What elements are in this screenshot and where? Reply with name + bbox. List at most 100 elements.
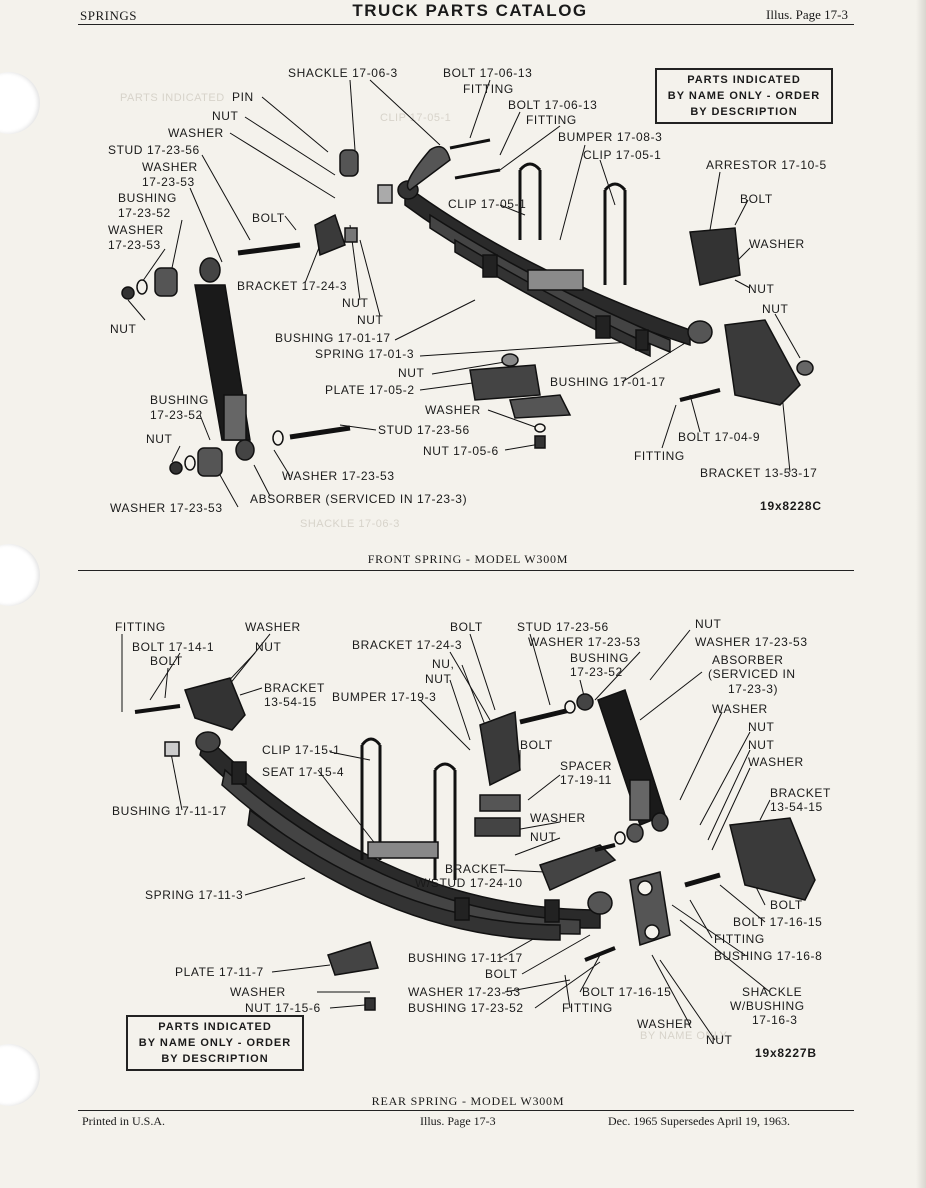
part-label: WASHER	[530, 811, 586, 825]
part-label: BOLT	[770, 898, 803, 912]
part-label: NUT	[748, 738, 775, 752]
part-label: WASHER 17-23-53	[110, 501, 223, 515]
order-notice-box: PARTS INDICATED BY NAME ONLY - ORDER BY …	[126, 1015, 304, 1071]
part-label: 17-23-52	[118, 206, 171, 220]
part-label: SPACER	[560, 759, 613, 773]
part-label: STUD 17-23-56	[108, 143, 200, 157]
part-label: BRACKET 13-53-17	[700, 466, 818, 480]
part-label: NUT	[146, 432, 173, 446]
footer-rule	[78, 1110, 854, 1111]
part-label: NUT	[342, 296, 369, 310]
catalog-title: TRUCK PARTS CATALOG	[352, 1, 588, 20]
part-label: WASHER	[230, 985, 286, 999]
part-label: WASHER	[245, 620, 301, 634]
part-label: SPRING 17-11-3	[145, 888, 244, 902]
part-label: NUT	[425, 672, 452, 686]
part-label: SEAT 17-15-4	[262, 765, 345, 779]
part-label: CLIP 17-05-1	[583, 148, 662, 162]
part-label: PIN	[232, 90, 254, 104]
bleed-through: BY NAME ONLY	[640, 1030, 728, 1042]
part-label: PLATE 17-11-7	[175, 965, 264, 979]
part-label: FITTING	[562, 1001, 613, 1015]
part-label: WASHER 17-23-53	[282, 469, 395, 483]
part-label: BOLT 17-06-13	[508, 98, 598, 112]
part-label: CLIP 17-05-1	[448, 197, 527, 211]
part-label: BOLT	[252, 211, 285, 225]
part-label: 17-23-3)	[728, 682, 779, 696]
part-label: BOLT	[485, 967, 518, 981]
part-label: BRACKET 17-24-3	[352, 638, 463, 652]
part-label: FITTING	[463, 82, 514, 96]
header-page-number: Illus. Page 17-3	[766, 7, 848, 22]
part-label: CLIP 17-15-1	[262, 743, 341, 757]
figure-number: 19x8228C	[760, 499, 822, 513]
notice-line: BY DESCRIPTION	[161, 1053, 269, 1065]
part-label: NUT	[255, 640, 282, 654]
part-label: BOLT 17-16-15	[582, 985, 672, 999]
header-rule	[78, 24, 854, 25]
part-label: STUD 17-23-56	[517, 620, 609, 634]
part-label: WASHER	[425, 403, 481, 417]
bleed-through: PARTS INDICATED	[120, 92, 225, 104]
part-label: NUT	[762, 302, 789, 316]
notice-line: BY DESCRIPTION	[690, 106, 798, 118]
part-label: 17-23-53	[108, 238, 161, 252]
notice-line: BY NAME ONLY - ORDER	[667, 90, 821, 102]
part-label: WASHER	[712, 702, 768, 716]
part-label: WASHER	[142, 160, 198, 174]
section-divider	[78, 570, 854, 571]
part-label: PLATE 17-05-2	[325, 383, 415, 397]
part-label: FITTING	[714, 932, 765, 946]
bleed-through: CLIP 17-05-1	[380, 112, 452, 124]
part-label: ABSORBER (SERVICED IN 17-23-3)	[250, 492, 468, 506]
part-label: SHACKLE 17-06-3	[288, 66, 398, 80]
part-label: WASHER	[748, 755, 804, 769]
part-label: NUT 17-15-6	[245, 1001, 321, 1015]
part-label: FITTING	[634, 449, 685, 463]
part-label: WASHER 17-23-53	[695, 635, 808, 649]
part-label: NUT 17-05-6	[423, 444, 499, 458]
part-label: BOLT	[150, 654, 183, 668]
figure-caption: FRONT SPRING - MODEL W300M	[367, 552, 569, 566]
part-label: FITTING	[526, 113, 577, 127]
section-name: SPRINGS	[80, 8, 137, 23]
bleed-through: SHACKLE 17-06-3	[300, 518, 400, 530]
part-label: BUMPER 17-08-3	[558, 130, 663, 144]
part-label: BOLT	[520, 738, 553, 752]
notice-line: BY NAME ONLY - ORDER	[138, 1037, 292, 1049]
part-label: WASHER	[108, 223, 164, 237]
part-label: BUSHING 17-23-52	[408, 1001, 524, 1015]
part-label: BOLT 17-06-13	[443, 66, 533, 80]
part-label: BOLT 17-04-9	[678, 430, 761, 444]
part-label: 17-23-53	[142, 175, 195, 189]
part-label: BRACKET	[770, 786, 831, 800]
part-label: BRACKET	[445, 862, 506, 876]
part-label: BRACKET 17-24-3	[237, 279, 348, 293]
part-label: NUT	[110, 322, 137, 336]
notice-line: PARTS INDICATED	[687, 74, 801, 86]
part-label: 13-54-15	[770, 800, 823, 814]
part-label: W/STUD 17-24-10	[415, 876, 523, 890]
figure-number: 19x8227B	[755, 1046, 817, 1060]
part-label: ARRESTOR 17-10-5	[706, 158, 827, 172]
footer-page-number: Illus. Page 17-3	[420, 1114, 496, 1128]
part-label: BOLT 17-16-15	[733, 915, 823, 929]
part-label: BUSHING 17-11-17	[408, 951, 523, 965]
part-label: FITTING	[115, 620, 166, 634]
part-label: BOLT	[740, 192, 773, 206]
part-label: BOLT	[450, 620, 483, 634]
part-label: BUSHING 17-01-17	[550, 375, 666, 389]
part-label: NUT	[212, 109, 239, 123]
order-notice-box: PARTS INDICATED BY NAME ONLY - ORDER BY …	[655, 68, 833, 124]
part-label: WASHER 17-23-53	[408, 985, 521, 999]
part-label: BUSHING 17-01-17	[275, 331, 391, 345]
part-label: BUSHING	[150, 393, 209, 407]
part-label: 17-23-52	[150, 408, 203, 422]
part-label: BUSHING	[570, 651, 629, 665]
printed-note: Printed in U.S.A.	[82, 1114, 166, 1128]
part-label: 17-19-11	[560, 773, 612, 787]
part-label: (SERVICED IN	[708, 667, 796, 681]
part-label: BUMPER 17-19-3	[332, 690, 437, 704]
